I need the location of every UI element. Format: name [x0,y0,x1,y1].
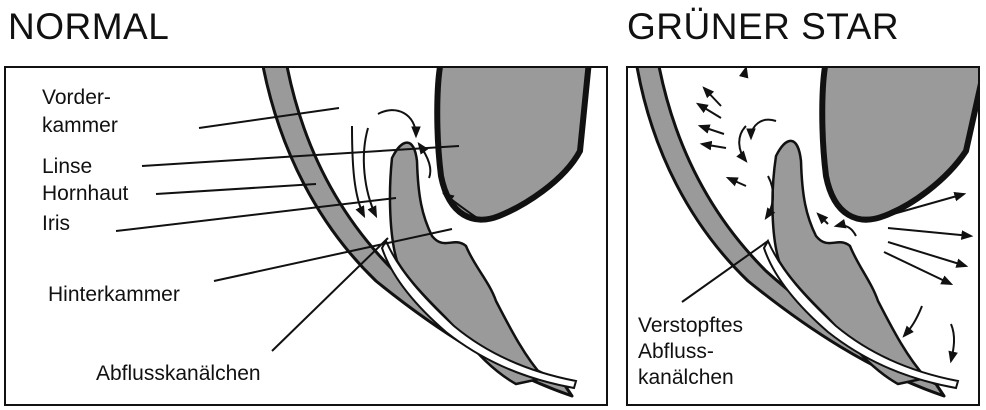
label-abflusskanaelchen: Abflusskanälchen [96,362,261,385]
label-vorderkammer-line2: kammer [42,114,118,137]
label-kanaelchen: kanälchen [638,366,734,389]
normal-eye-diagram: Vorder- kammer Linse Hornhaut Iris Hinte… [4,66,610,406]
label-iris: Iris [42,212,70,235]
label-verstopftes: Verstopftes [638,314,743,337]
glaucoma-eye-diagram: Verstopftes Abfluss- kanälchen [626,66,982,406]
title-glaucoma: GRÜNER STAR [627,6,899,48]
label-abfluss: Abfluss- [638,340,714,363]
title-normal: NORMAL [8,6,169,48]
label-vorderkammer-line1: Vorder- [42,86,111,109]
lens [437,66,589,220]
label-linse: Linse [42,155,92,178]
label-hinterkammer: Hinterkammer [48,283,180,306]
label-hornhaut: Hornhaut [42,182,129,205]
